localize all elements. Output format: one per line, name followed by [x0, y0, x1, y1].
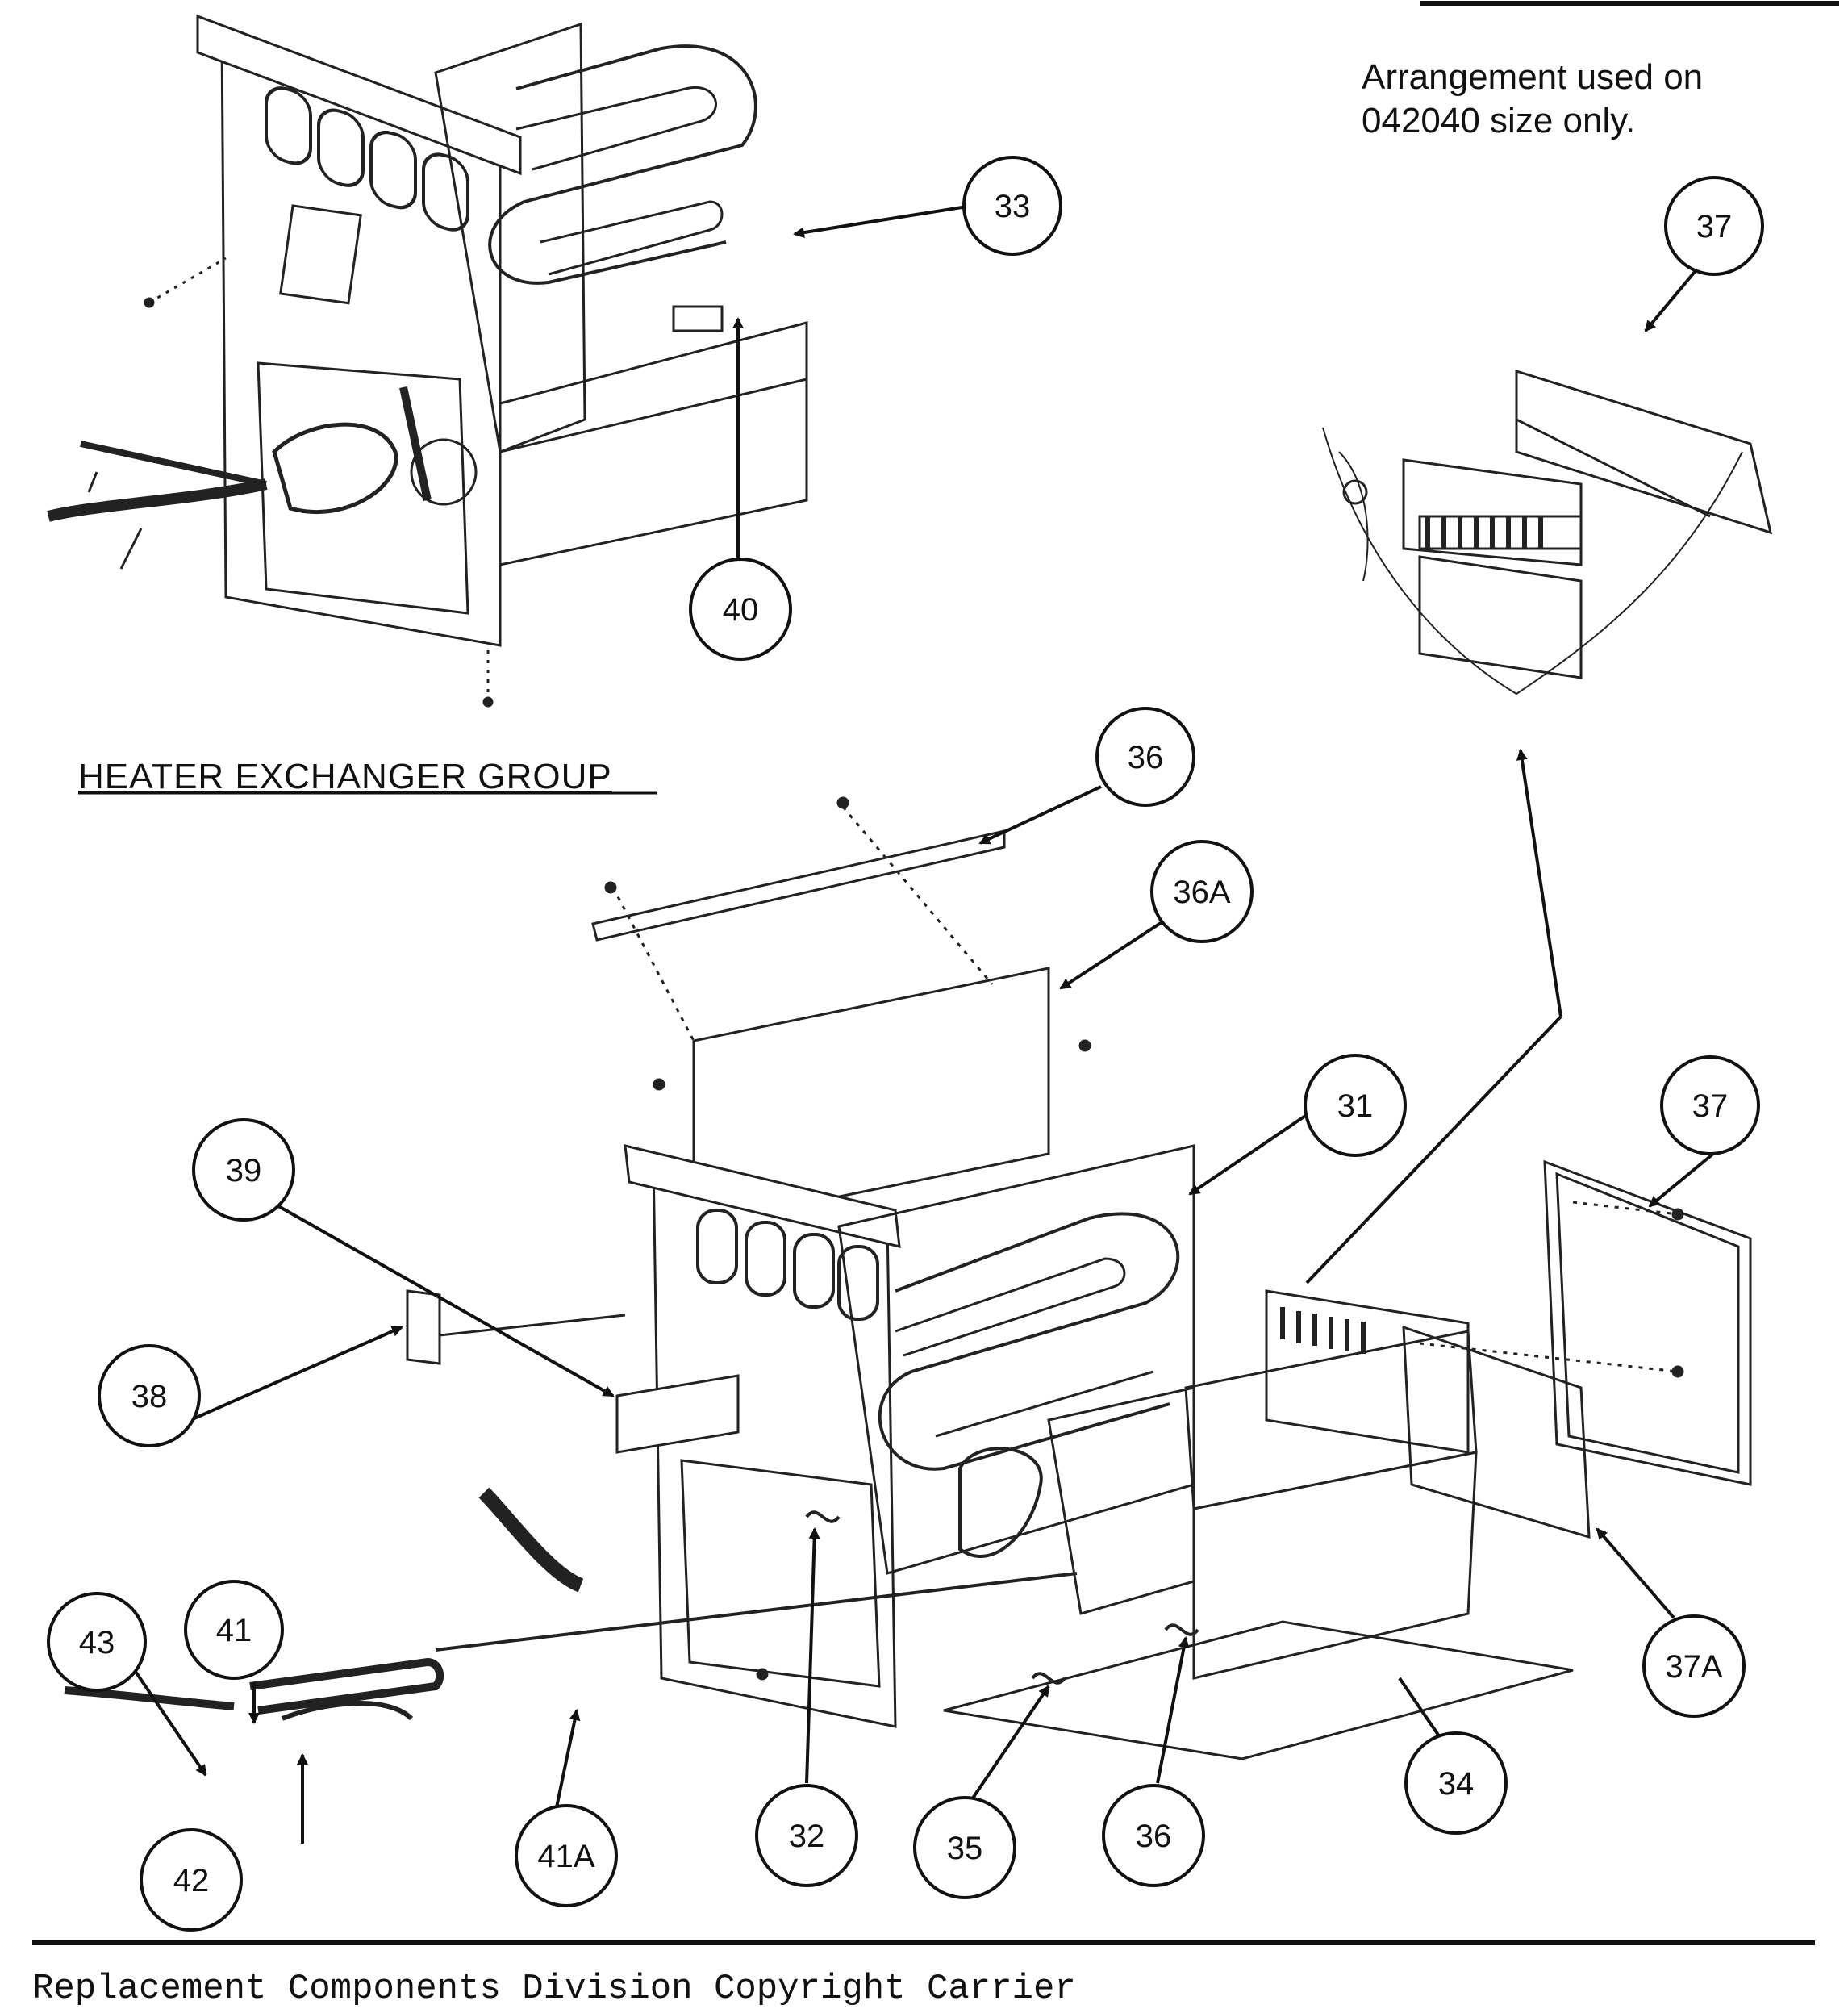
callout-36A: 36A — [1150, 840, 1254, 943]
callout-label: 39 — [226, 1153, 262, 1188]
callout-label: 40 — [723, 592, 759, 628]
note-line-2: 042040 size only. — [1362, 101, 1636, 140]
callout-38: 38 — [98, 1344, 201, 1447]
leader-lines — [127, 204, 1720, 1844]
callout-label: 37 — [1692, 1088, 1729, 1124]
detail-inset-drawing — [1322, 369, 1773, 695]
callout-label: 36A — [1173, 875, 1230, 910]
callout-label: 42 — [173, 1863, 210, 1898]
callout-label: 37 — [1696, 209, 1733, 244]
callout-label: 37A — [1665, 1649, 1722, 1685]
callout-40: 40 — [689, 558, 792, 661]
callout-label: 36 — [1136, 1819, 1172, 1854]
callout-42: 42 — [140, 1828, 243, 1932]
callout-35: 35 — [913, 1796, 1016, 1899]
callout-32: 32 — [755, 1784, 858, 1887]
callout-label: 38 — [131, 1379, 168, 1414]
top-heat-exchanger-drawing — [47, 14, 808, 708]
note-line-1: Arrangement used on — [1362, 57, 1704, 97]
callout-34: 34 — [1404, 1731, 1508, 1835]
footer-text: Replacement Components Division Copyrigh… — [32, 1969, 1076, 2009]
callout-31: 31 — [1304, 1054, 1407, 1157]
callout-label: 34 — [1438, 1766, 1475, 1802]
callout-41: 41 — [184, 1580, 284, 1680]
callout-41A: 41A — [515, 1804, 618, 1907]
callout-36-bottom: 36 — [1102, 1784, 1205, 1887]
callout-label: 36 — [1128, 740, 1164, 775]
callout-label: 33 — [995, 189, 1031, 224]
callout-label: 35 — [947, 1831, 983, 1866]
group-title: HEATER EXCHANGER GROUP — [78, 757, 612, 796]
callout-label: 41A — [537, 1839, 594, 1874]
callout-43: 43 — [47, 1592, 147, 1692]
callout-label: 41 — [216, 1613, 252, 1648]
callout-label: 31 — [1337, 1088, 1374, 1124]
main-heat-exchanger-drawing — [64, 796, 1752, 1760]
callout-33: 33 — [962, 156, 1062, 256]
callout-37A: 37A — [1642, 1614, 1746, 1718]
callout-39: 39 — [192, 1118, 295, 1222]
callout-36-top: 36 — [1095, 707, 1195, 807]
callout-label: 43 — [79, 1625, 115, 1660]
callout-37: 37 — [1660, 1055, 1760, 1155]
callout-label: 32 — [789, 1819, 825, 1854]
callout-37-detail: 37 — [1664, 176, 1764, 276]
